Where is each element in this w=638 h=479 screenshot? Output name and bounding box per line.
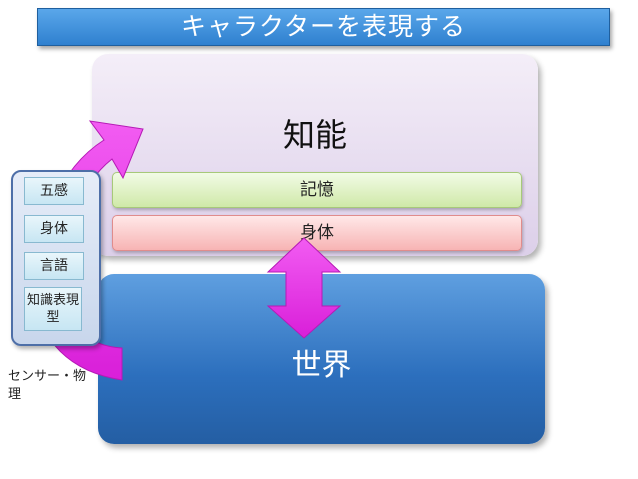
senses-chip: 五感	[24, 177, 84, 205]
world-label: 世界	[291, 348, 352, 383]
intelligence-label: 知能	[282, 116, 347, 154]
language-chip: 言語	[24, 252, 84, 280]
body-world-double-arrow	[266, 237, 342, 339]
sensor-physics-caption: センサー・物理	[8, 369, 87, 402]
memory-bar: 記憶	[112, 172, 522, 208]
knowledge-representation-chip: 知識表現型	[24, 287, 82, 331]
body-chip: 身体	[24, 215, 84, 243]
slide-title: キャラクターを表現する	[37, 8, 610, 46]
